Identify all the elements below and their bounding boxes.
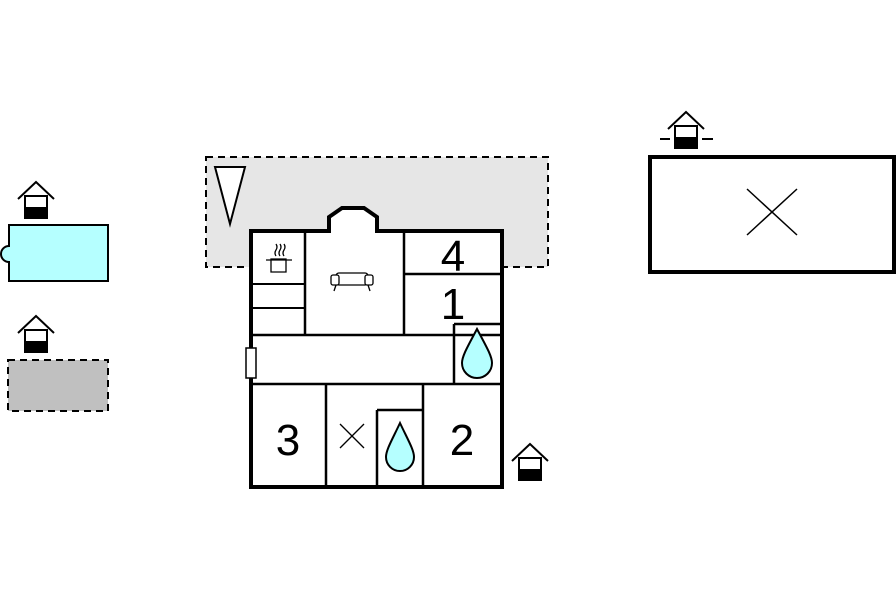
room-number-4: 4 (441, 232, 465, 281)
room-number-2: 2 (450, 416, 474, 465)
outbuilding-icon (667, 111, 705, 149)
toilet-cross-icon (339, 423, 365, 449)
outbuilding-icon (17, 315, 55, 353)
main-house (249, 206, 504, 489)
radiator-icon (245, 347, 257, 379)
stairs (252, 283, 305, 309)
annex-building (648, 155, 896, 274)
kitchen-pot-icon (266, 243, 292, 273)
bathroom-water-drop-icon (460, 326, 494, 379)
outbuilding-icon (17, 181, 55, 219)
room-number-3: 3 (276, 416, 300, 465)
annex-cross-icon (746, 188, 798, 236)
compass-pointer-icon (213, 166, 247, 228)
sofa-icon (330, 272, 374, 292)
bathroom-water-drop-icon (384, 420, 416, 472)
pool (0, 224, 109, 282)
parking-area (7, 359, 109, 412)
room-number-1: 1 (441, 280, 465, 329)
outbuilding-icon (511, 443, 549, 481)
